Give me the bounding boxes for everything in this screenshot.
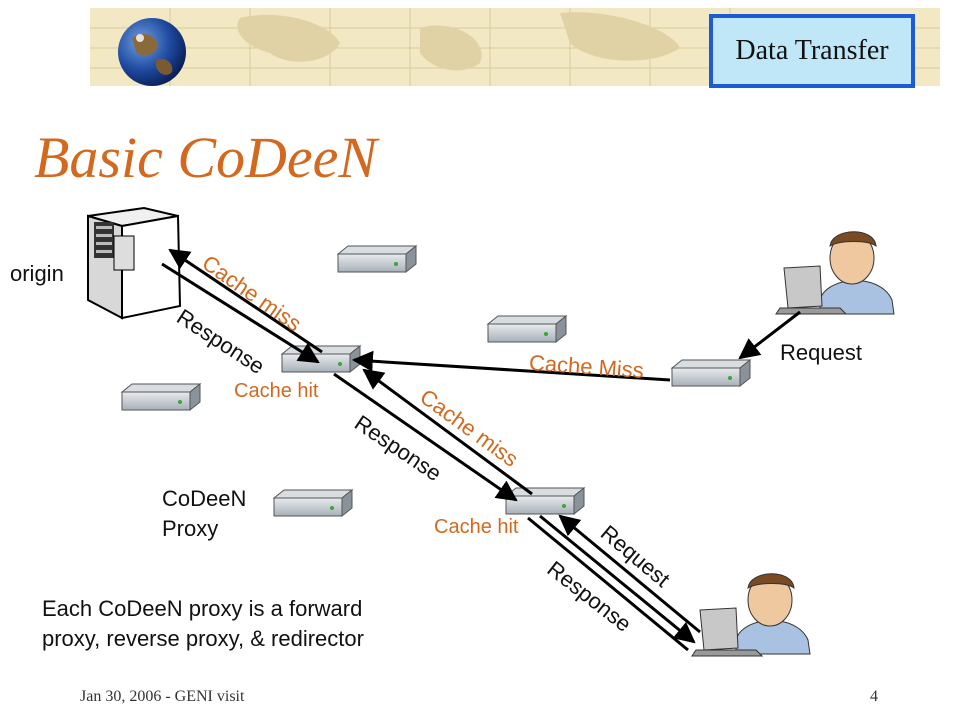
cache-miss-arrow xyxy=(168,248,323,354)
proxy-node-icon xyxy=(120,382,202,412)
footer-date: Jan 30, 2006 - GENI visit xyxy=(80,688,245,705)
proxy-node-icon xyxy=(670,358,752,388)
globe-icon xyxy=(118,18,186,86)
cache-hit-label: Cache hit xyxy=(434,516,519,538)
proxy-node-icon xyxy=(272,488,354,518)
origin-server-icon xyxy=(87,206,182,320)
proxy-legend-label: CoDeeN Proxy xyxy=(162,486,247,541)
origin-label: origin xyxy=(10,261,64,286)
slide-title: Basic CoDeeN xyxy=(34,125,378,190)
proxy-node-icon xyxy=(486,314,568,344)
proxy-node-icon xyxy=(336,244,418,274)
response-arrow xyxy=(333,372,518,502)
proxy-node-icon xyxy=(504,486,586,516)
cache-miss-arrow xyxy=(351,350,671,382)
request-arrow xyxy=(558,514,701,634)
request-arrow xyxy=(738,310,801,360)
response-arrow xyxy=(527,516,689,652)
section-tag: Data Transfer xyxy=(709,14,915,88)
world-map-graphic xyxy=(90,8,940,86)
response-arrow xyxy=(161,262,320,364)
cache-hit-label: Cache hit xyxy=(234,380,319,402)
user-at-laptop-icon xyxy=(775,231,895,315)
footnote-text: Each CoDeeN proxy is a forward proxy, re… xyxy=(42,596,364,651)
cache-miss-arrow xyxy=(362,368,533,496)
response-arrow xyxy=(539,514,696,644)
page-number: 4 xyxy=(870,688,878,705)
request-label: Request xyxy=(780,340,862,365)
user-at-laptop-icon xyxy=(691,573,811,657)
